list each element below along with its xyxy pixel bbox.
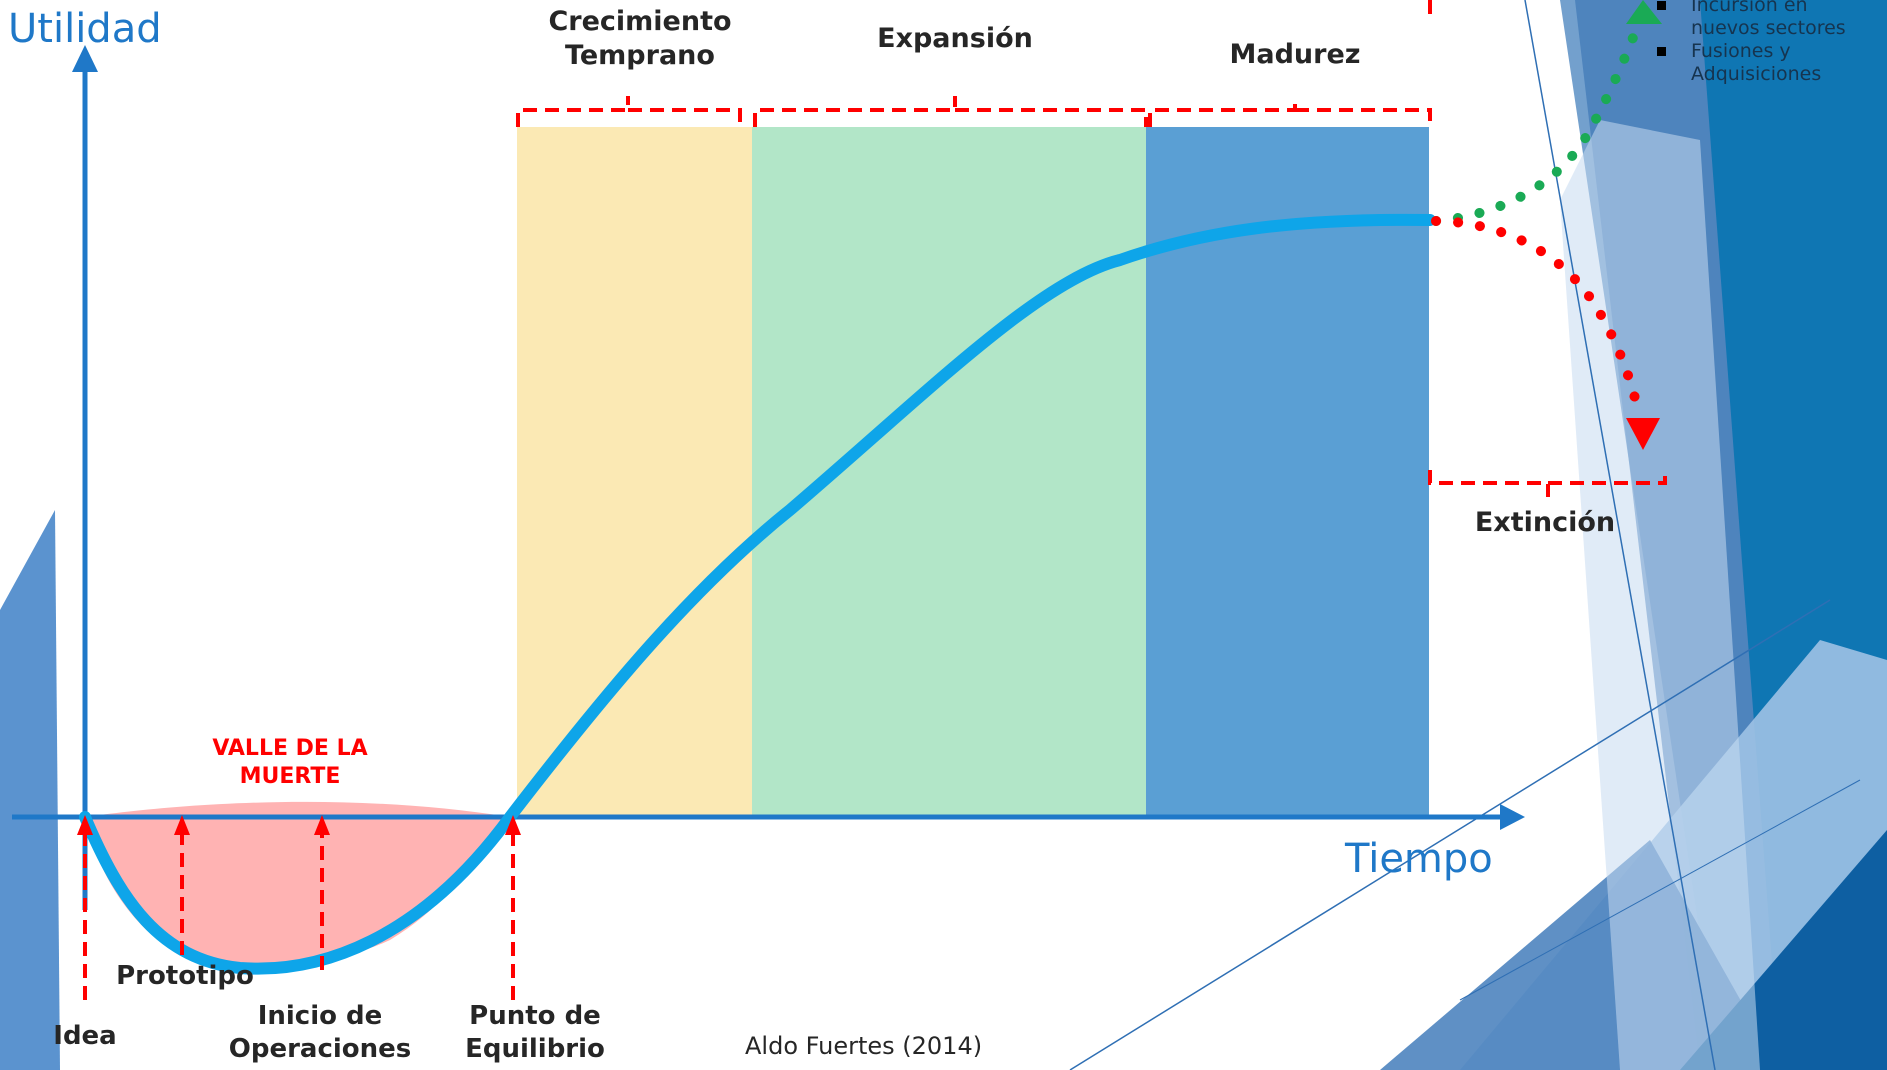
stage-label-maturity: Madurez: [1229, 39, 1361, 70]
decline-path-dotted: [1431, 216, 1643, 415]
growth-arrowhead: [1626, 0, 1662, 24]
credit-text: Aldo Fuertes (2014): [745, 1032, 983, 1060]
list-item: Fusiones y Adquisiciones: [1645, 40, 1865, 86]
milestone-label-inicio-operaciones: Inicio de Operaciones: [228, 1001, 412, 1064]
milestone-arrowheads: [77, 815, 521, 835]
stage-band-early-growth: [517, 127, 752, 817]
stage-label-expansion: Expansión: [877, 23, 1033, 54]
stage-label-early-growth: Crecimiento Temprano: [548, 6, 732, 71]
stage-band-expansion: [752, 127, 1146, 817]
y-axis-title: Utilidad: [8, 6, 162, 52]
milestone-label-idea: Idea: [53, 1021, 117, 1051]
growth-strategies-list: Incursión en nuevos sectores Fusiones y …: [1645, 0, 1865, 86]
milestone-label-prototipo: Prototipo: [116, 961, 254, 991]
axes: [12, 45, 1525, 910]
extinction-label: Extinción: [1474, 507, 1616, 538]
milestone-markers: [83, 820, 515, 1000]
x-axis-title: Tiempo: [1345, 836, 1493, 882]
list-item: Incursión en nuevos sectores: [1645, 0, 1865, 40]
decline-arrowhead: [1626, 418, 1660, 450]
stage-brackets: [516, 0, 1667, 497]
valley-of-death-label: VALLE DE LA MUERTE: [212, 736, 368, 789]
lifecycle-curve: [79, 213, 1436, 975]
milestone-label-punto-equilibrio: Punto de Equilibrio: [465, 1001, 605, 1064]
